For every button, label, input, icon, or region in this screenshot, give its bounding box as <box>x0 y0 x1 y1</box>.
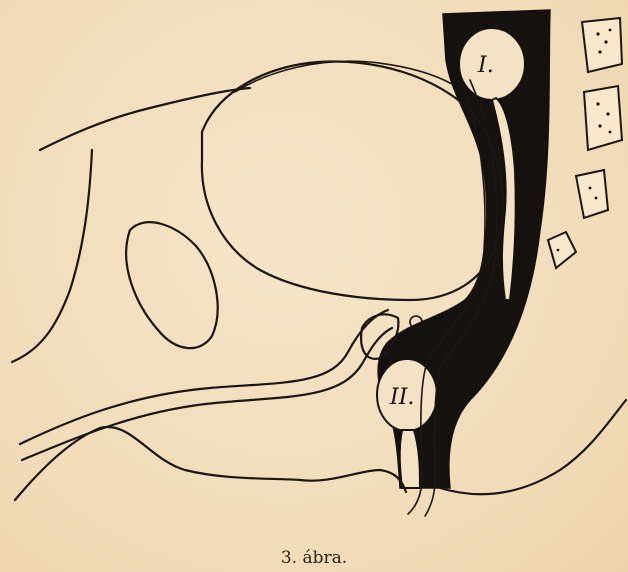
duct-upper-line <box>20 310 388 444</box>
label-lower-chamber: II. <box>389 385 414 410</box>
bottom-contour <box>440 400 626 494</box>
mass-membrane <box>235 61 452 92</box>
left-organ-outline <box>12 150 92 362</box>
vertebra-3 <box>576 170 608 218</box>
lower-contour <box>15 427 406 500</box>
vertebra-1 <box>582 18 622 72</box>
upper-curve <box>40 88 250 150</box>
vertebra-2 <box>584 86 622 150</box>
oval-structure <box>126 222 217 348</box>
lower-channel <box>400 430 420 488</box>
figure-caption: 3. ábra. <box>0 548 628 568</box>
label-upper-chamber: I. <box>477 53 494 78</box>
vertebra-4 <box>548 232 576 268</box>
